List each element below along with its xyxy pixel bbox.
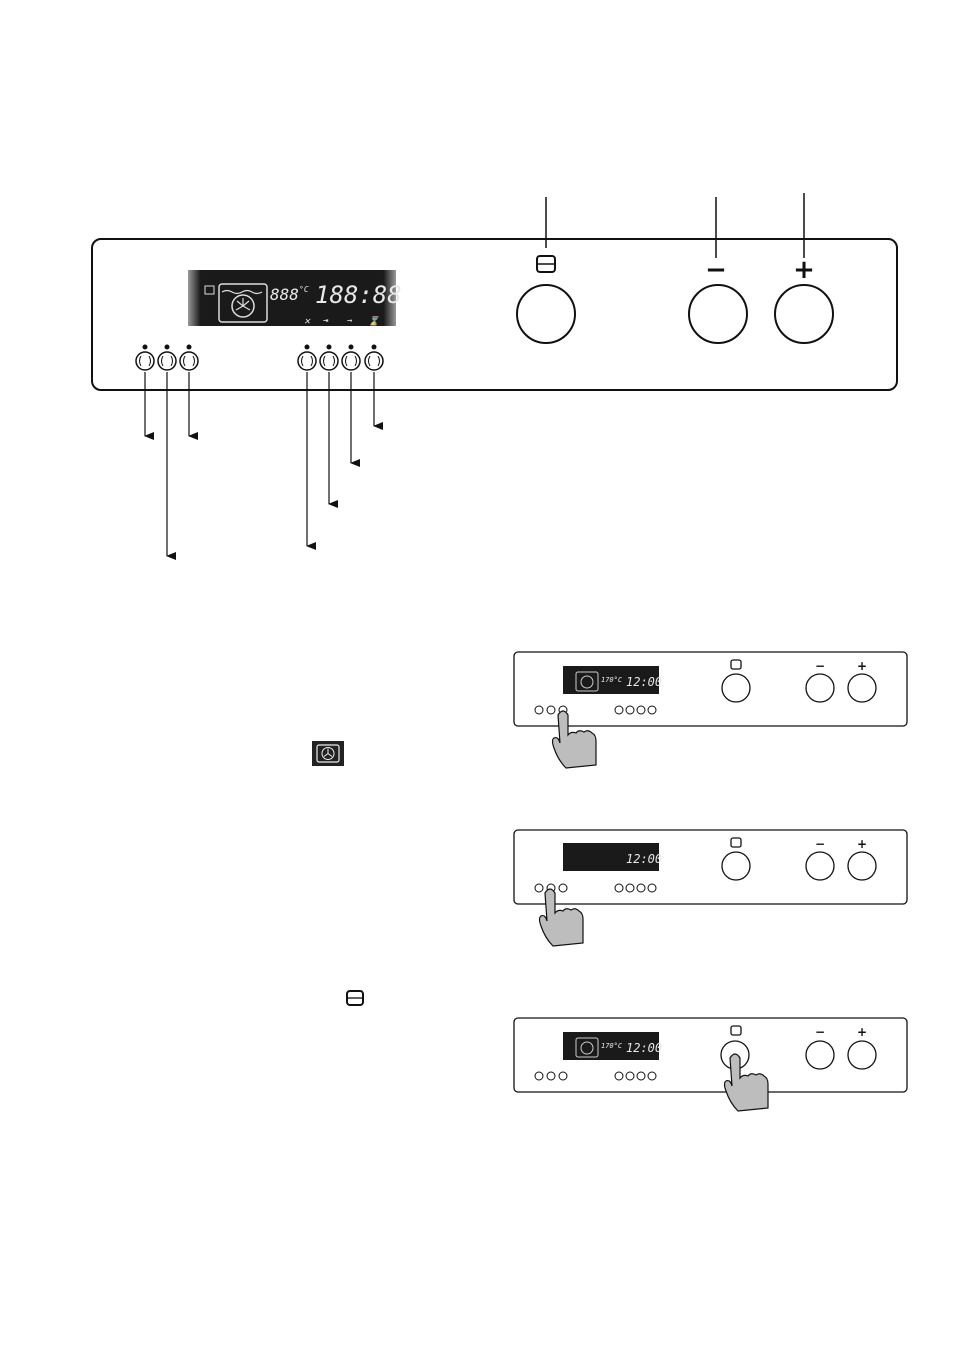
step-2-on-off-button[interactable] — [721, 851, 751, 881]
step-panel-1: 170°C 12:00 − + — [513, 651, 908, 769]
step-2-display-clock: 12:00 — [626, 852, 662, 866]
oven-rectangle-icon — [346, 990, 364, 1006]
pointing-hand-icon — [538, 888, 584, 947]
step-1-plus-button[interactable] — [847, 673, 877, 703]
minute-minder-button[interactable] — [364, 351, 384, 371]
step-3-plus-symbol: + — [857, 1025, 867, 1039]
step-1-on-off-button[interactable] — [721, 673, 751, 703]
timer-icon: ✕ — [304, 316, 311, 327]
minus-symbol: − — [705, 255, 727, 285]
step-3-display-clock: 12:00 — [626, 1041, 662, 1055]
step-1-display-temp: 170°C — [601, 676, 623, 684]
step-2-plus-button[interactable] — [847, 851, 877, 881]
function-button-2[interactable] — [157, 351, 177, 371]
duration-button[interactable] — [319, 351, 339, 371]
display-temperature: 888 — [270, 285, 299, 304]
step-3-minus-symbol: − — [815, 1025, 825, 1039]
step-3-display — [563, 1032, 659, 1060]
minus-button[interactable]: − — [688, 255, 748, 344]
step-3-display-temp: 170°C — [601, 1042, 623, 1050]
callout-arrows — [144, 372, 383, 560]
end-time-icon: → — [347, 316, 353, 326]
fan-oven-icon — [312, 741, 344, 766]
end-time-button[interactable] — [341, 351, 361, 371]
pointing-hand-icon — [551, 710, 597, 769]
plus-symbol: + — [793, 255, 815, 285]
step-1-minus-symbol: − — [815, 659, 825, 673]
step-panel-3: 170°C 12:00 − + — [513, 1017, 908, 1112]
oven-cavity-icon — [218, 283, 268, 323]
step-3-minus-button[interactable] — [805, 1040, 835, 1070]
step-2-minus-button[interactable] — [805, 851, 835, 881]
display-temperature-unit: °C — [299, 285, 309, 294]
oven-rectangle-icon — [536, 255, 556, 273]
display-clock: 188:88 — [315, 281, 402, 309]
timer-button[interactable] — [297, 351, 317, 371]
main-control-panel: 888 °C 188:88 ✕ ⇥ → ⌛ — [91, 193, 898, 560]
step-1-minus-button[interactable] — [805, 673, 835, 703]
function-buttons-left — [135, 344, 199, 371]
step-2-plus-symbol: + — [857, 837, 867, 851]
step-2-minus-symbol: − — [815, 837, 825, 851]
step-panel-2: 12:00 − + — [513, 829, 908, 947]
step-1-display — [563, 666, 659, 694]
function-button-3[interactable] — [179, 351, 199, 371]
function-buttons-right — [297, 344, 384, 371]
main-display: 888 °C 188:88 ✕ ⇥ → ⌛ — [188, 270, 402, 327]
minute-minder-icon: ⌛ — [368, 315, 380, 327]
plus-button[interactable]: + — [774, 255, 834, 344]
pointing-hand-icon — [723, 1053, 769, 1112]
duration-icon: ⇥ — [323, 316, 328, 326]
function-button-1[interactable] — [135, 351, 155, 371]
lock-icon — [204, 285, 215, 295]
fan-icon — [231, 294, 255, 318]
step-2-display — [563, 843, 659, 871]
step-1-plus-symbol: + — [857, 659, 867, 673]
step-3-plus-button[interactable] — [847, 1040, 877, 1070]
on-off-button[interactable] — [516, 255, 576, 344]
step-1-display-clock: 12:00 — [626, 675, 662, 689]
